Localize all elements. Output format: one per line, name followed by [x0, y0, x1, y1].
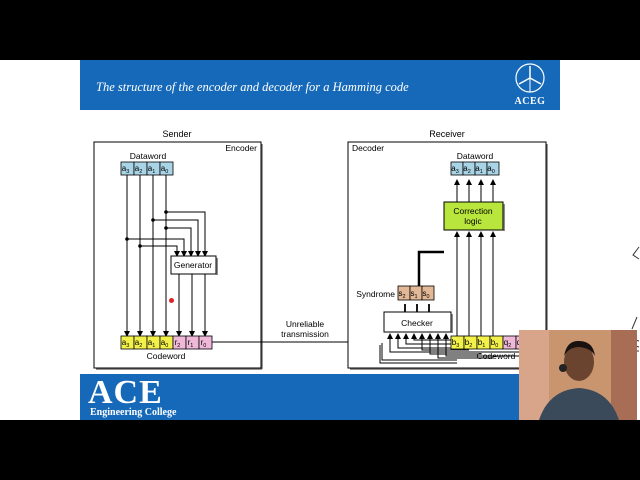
receiver-dataword-bit: a0 [487, 164, 495, 175]
sender-codeword-bit: r1 [188, 338, 194, 349]
checker-box [383, 311, 452, 333]
receiver-codeword-bit: b3 [452, 338, 460, 349]
sender-codeword-label: Codeword [147, 351, 186, 361]
slide-title: The structure of the encoder and decoder… [96, 80, 409, 94]
encoder-label: Encoder [225, 143, 257, 153]
correction-label-1: Correction [453, 206, 492, 216]
syndrome-cell [421, 285, 435, 301]
sender-dataword-bit: a0 [161, 164, 169, 175]
channel-label-2: transmission [281, 329, 329, 339]
receiver-dataword-bit: a3 [451, 164, 459, 175]
decoder-label: Decoder [352, 143, 384, 153]
sender-codeword-bit: a3 [122, 338, 130, 349]
syndrome-bit: s0 [422, 289, 429, 300]
footer-banner: ACE Engineering College [80, 374, 560, 420]
receiver-dataword-label: Dataword [457, 151, 494, 161]
presenter-webcam [519, 330, 637, 420]
syndrome-bit: s2 [398, 289, 405, 300]
receiver-dataword-bit: a2 [463, 164, 471, 175]
footer-subtitle: Engineering College [90, 407, 177, 418]
receiver-codeword-bit: b1 [478, 338, 486, 349]
sender-codeword-bit: a1 [148, 338, 156, 349]
channel-label-1: Unreliable [286, 319, 325, 329]
receiver-dataword-cell [486, 161, 500, 176]
sender-codeword: a3 a2 a1 a0 r2 r1 r0 [120, 335, 213, 350]
sender-dataword-label: Dataword [130, 151, 167, 161]
receiver-dataword-bit: a1 [475, 164, 483, 175]
receiver-label: Receiver [429, 129, 465, 139]
presenter-video [519, 330, 637, 420]
generator-label: Generator [174, 260, 212, 270]
receiver-codeword-bit: b0 [491, 338, 499, 349]
decoder-box [347, 141, 547, 369]
windmill-icon [515, 63, 545, 93]
sender-dataword-bit: a3 [122, 164, 130, 175]
sender-dataword-bit: a2 [135, 164, 143, 175]
college-logo: ACEG [510, 62, 550, 108]
pointer-dot [169, 298, 174, 303]
sender-dataword: a3 a2 a1 a0 [120, 161, 174, 176]
footer-brand: ACE [88, 374, 163, 411]
receiver-dataword: a3 a2 a1 a0 [450, 161, 500, 176]
logo-text: ACEG [514, 96, 546, 107]
sender-codeword-bit: a0 [161, 338, 169, 349]
correction-logic-box [443, 201, 504, 231]
sender-codeword-bit: r2 [175, 338, 181, 349]
sender-codeword-bit: r0 [201, 338, 207, 349]
syndrome-bit: s1 [410, 289, 417, 300]
sender-codeword-bit: a2 [135, 338, 143, 349]
syndrome-label: Syndrome [356, 289, 395, 299]
receiver-codeword-label: Codeword [477, 351, 516, 361]
receiver-codeword-bit: q2 [504, 338, 512, 349]
checker-label: Checker [401, 318, 433, 328]
title-banner: The structure of the encoder and decoder… [80, 60, 560, 110]
sender-label: Sender [162, 129, 191, 139]
syndrome-register: s2 s1 s0 [397, 285, 435, 301]
slide: The structure of the encoder and decoder… [0, 60, 640, 420]
correction-label-2: logic [464, 216, 482, 226]
generator-box [170, 255, 217, 275]
sender-dataword-bit: a1 [148, 164, 156, 175]
receiver-codeword-bit: b2 [465, 338, 473, 349]
